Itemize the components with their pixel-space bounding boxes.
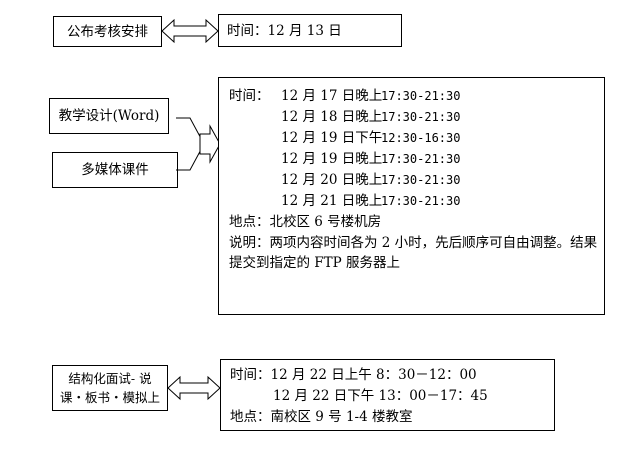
double-arrow-icon [167, 375, 221, 401]
announce-schedule-box: 公布考核安排 [53, 16, 162, 47]
multimedia-courseware-box: 多媒体课件 [52, 152, 178, 188]
announce-time-text: 时间：12 月 13 日 [227, 22, 342, 39]
interview-location: 地点：南校区 9 号 1-4 楼教室 [230, 409, 413, 425]
merge-arrow-icon [176, 117, 221, 171]
interview-time-line1: 时间：12 月 22 日上午 8：30－12：00 [230, 367, 477, 383]
exam-schedule-box: 时间： 12 月 17 日晚上 17:30-21:30 12 月 18 日晚上 … [218, 77, 605, 315]
schedule-date: 12 月 17 日晚上 [281, 88, 383, 104]
structured-interview-box: 结构化面试- 说 课・板书・模拟上 [52, 365, 168, 411]
schedule-row: 12 月 21 日晚上 17:30-21:30 [229, 191, 589, 211]
schedule-time: 17:30-21:30 [381, 152, 461, 166]
interview-time-line2: 12 月 22 日下午 13：00－17：45 [273, 388, 488, 404]
schedule-time: 17:30-21:30 [381, 110, 461, 124]
location-text: 地点：北校区 6 号楼机房 [229, 214, 382, 230]
interview-label-line1: 结构化面试- 说 [68, 371, 152, 386]
multimedia-courseware-label: 多媒体课件 [81, 162, 149, 178]
schedule-date: 12 月 20 日晚上 [281, 172, 383, 188]
double-arrow-icon [161, 18, 219, 44]
schedule-row: 12 月 19 日晚上 17:30-21:30 [229, 149, 589, 169]
note-text: 说明：两项内容时间各为 2 小时，先后顺序可自由调整。结果提交到指定的 FTP … [229, 235, 598, 271]
schedule-row: 12 月 19 日下午 12:30-16:30 [229, 128, 589, 148]
teaching-design-label: 教学设计(Word) [58, 108, 160, 124]
schedule-row: 12 月 18 日晚上 17:30-21:30 [229, 107, 589, 127]
announce-schedule-label: 公布考核安排 [67, 23, 148, 40]
schedule-time: 17:30-21:30 [381, 89, 461, 103]
schedule-date: 12 月 21 日晚上 [281, 193, 383, 209]
interview-schedule-box: 时间：12 月 22 日上午 8：30－12：00 12 月 22 日下午 13… [220, 359, 555, 431]
schedule-date: 12 月 19 日晚上 [281, 151, 383, 167]
schedule-row: 12 月 20 日晚上 17:30-21:30 [229, 170, 589, 190]
schedule-time: 12:30-16:30 [381, 131, 461, 145]
schedule-date: 12 月 19 日下午 [281, 130, 383, 146]
teaching-design-box: 教学设计(Word) [49, 98, 169, 134]
time-prefix: 时间： [229, 88, 270, 104]
schedule-row: 时间： 12 月 17 日晚上 17:30-21:30 [229, 86, 589, 106]
interview-label-line2: 课・板书・模拟上 [59, 390, 160, 405]
announce-time-box: 时间：12 月 13 日 [218, 14, 402, 47]
schedule-date: 12 月 18 日晚上 [281, 109, 383, 125]
schedule-time: 17:30-21:30 [381, 173, 461, 187]
schedule-time: 17:30-21:30 [381, 194, 461, 208]
